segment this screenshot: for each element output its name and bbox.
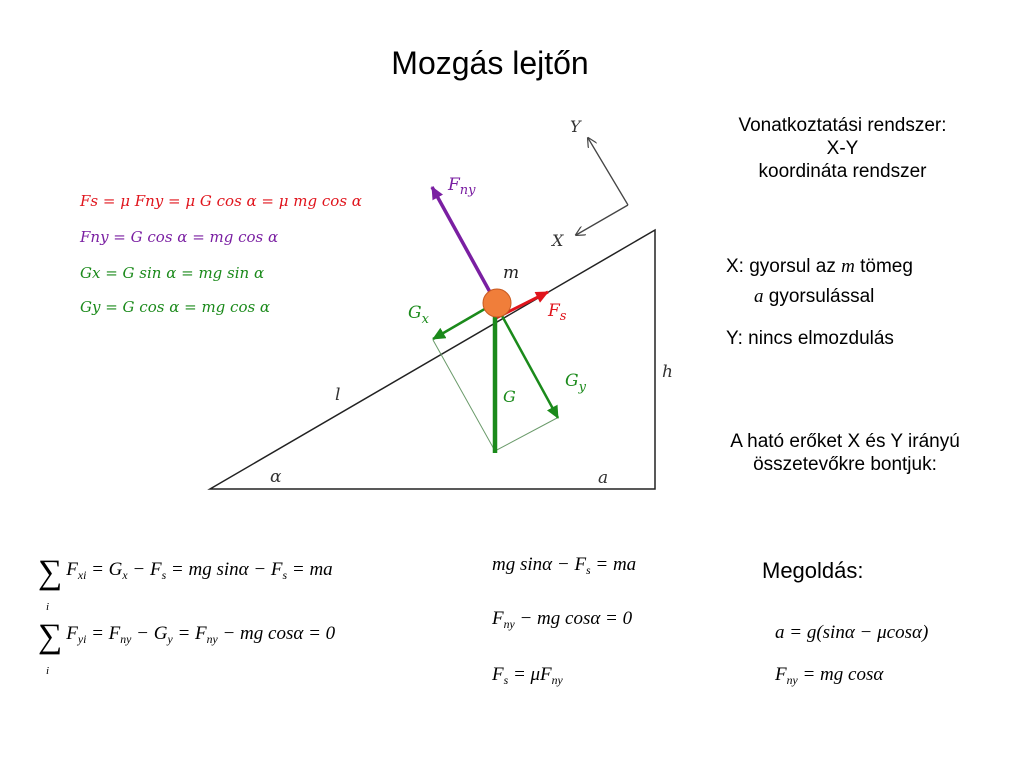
x-text-prefix: X: gyorsul az (726, 256, 842, 277)
base-a-label: a (598, 468, 608, 488)
decompose-line-1: A ható erőket X és Y irányú (730, 431, 960, 452)
normal-force-arrow (430, 186, 498, 304)
reference-frame-line-2: X-Y (826, 138, 859, 159)
reference-frame-line-3: koordináta rendszer (758, 161, 927, 182)
solution-normal-force: Fny = mg cosα (775, 664, 884, 688)
decompose-text: A ható erőket X és Y irányú összetevőkre… (695, 430, 995, 476)
mid-equation-2: Fny − mg cosα = 0 (492, 608, 633, 632)
x-text-a: a (754, 286, 764, 307)
gy-formula: Gy = G cos α = mg cos α (80, 298, 271, 316)
fny-label: Fny (447, 175, 476, 198)
y-axis-text: Y: nincs elmozdulás (726, 328, 894, 349)
gx-label: Gx (408, 303, 430, 327)
mass-label: m (503, 263, 519, 283)
x-axis-arrow (576, 204, 629, 235)
solution-label: Megoldás: (762, 558, 864, 583)
reference-frame-line-1: Vonatkoztatási rendszer: (738, 115, 947, 136)
x-axis-text: X: gyorsul az m tömeg a gyorsulással (726, 252, 913, 312)
alpha-label: α (270, 467, 282, 487)
l-label: l (335, 385, 340, 405)
h-label: h (662, 362, 673, 382)
mid-equation-1: mg sinα − Fs = ma (492, 554, 637, 578)
gx-formula: Gx = G sin α = mg sin α (80, 264, 265, 282)
x-text-m: m (841, 256, 855, 277)
incline-triangle (207, 228, 656, 490)
x-text-suffix: tömeg (854, 256, 913, 277)
gy-label: Gy (565, 371, 587, 395)
mass-ball (482, 288, 512, 318)
page-title: Mozgás lejtőn (391, 45, 589, 81)
friction-formula: Fs = μ Fny = μ G cos α = μ mg cos α (80, 192, 362, 210)
y-axis-label: Y (570, 117, 582, 136)
decompose-line-2: összetevőkre bontjuk: (753, 454, 937, 475)
fs-label: Fs (547, 301, 567, 324)
x-axis-label: X (550, 231, 564, 250)
normal-force-formula: Fny = G cos α = mg cos α (80, 228, 279, 246)
g-label: G (503, 387, 516, 406)
solution-acceleration: a = g(sinα − μcosα) (775, 622, 929, 643)
y-axis-arrow (588, 138, 629, 206)
gy-arrow (493, 302, 560, 419)
mid-equation-3: Fs = μFny (492, 664, 563, 688)
x-text-line2: gyorsulással (763, 286, 875, 307)
reference-frame-text: Vonatkoztatási rendszer: X-Y koordináta … (700, 114, 985, 183)
